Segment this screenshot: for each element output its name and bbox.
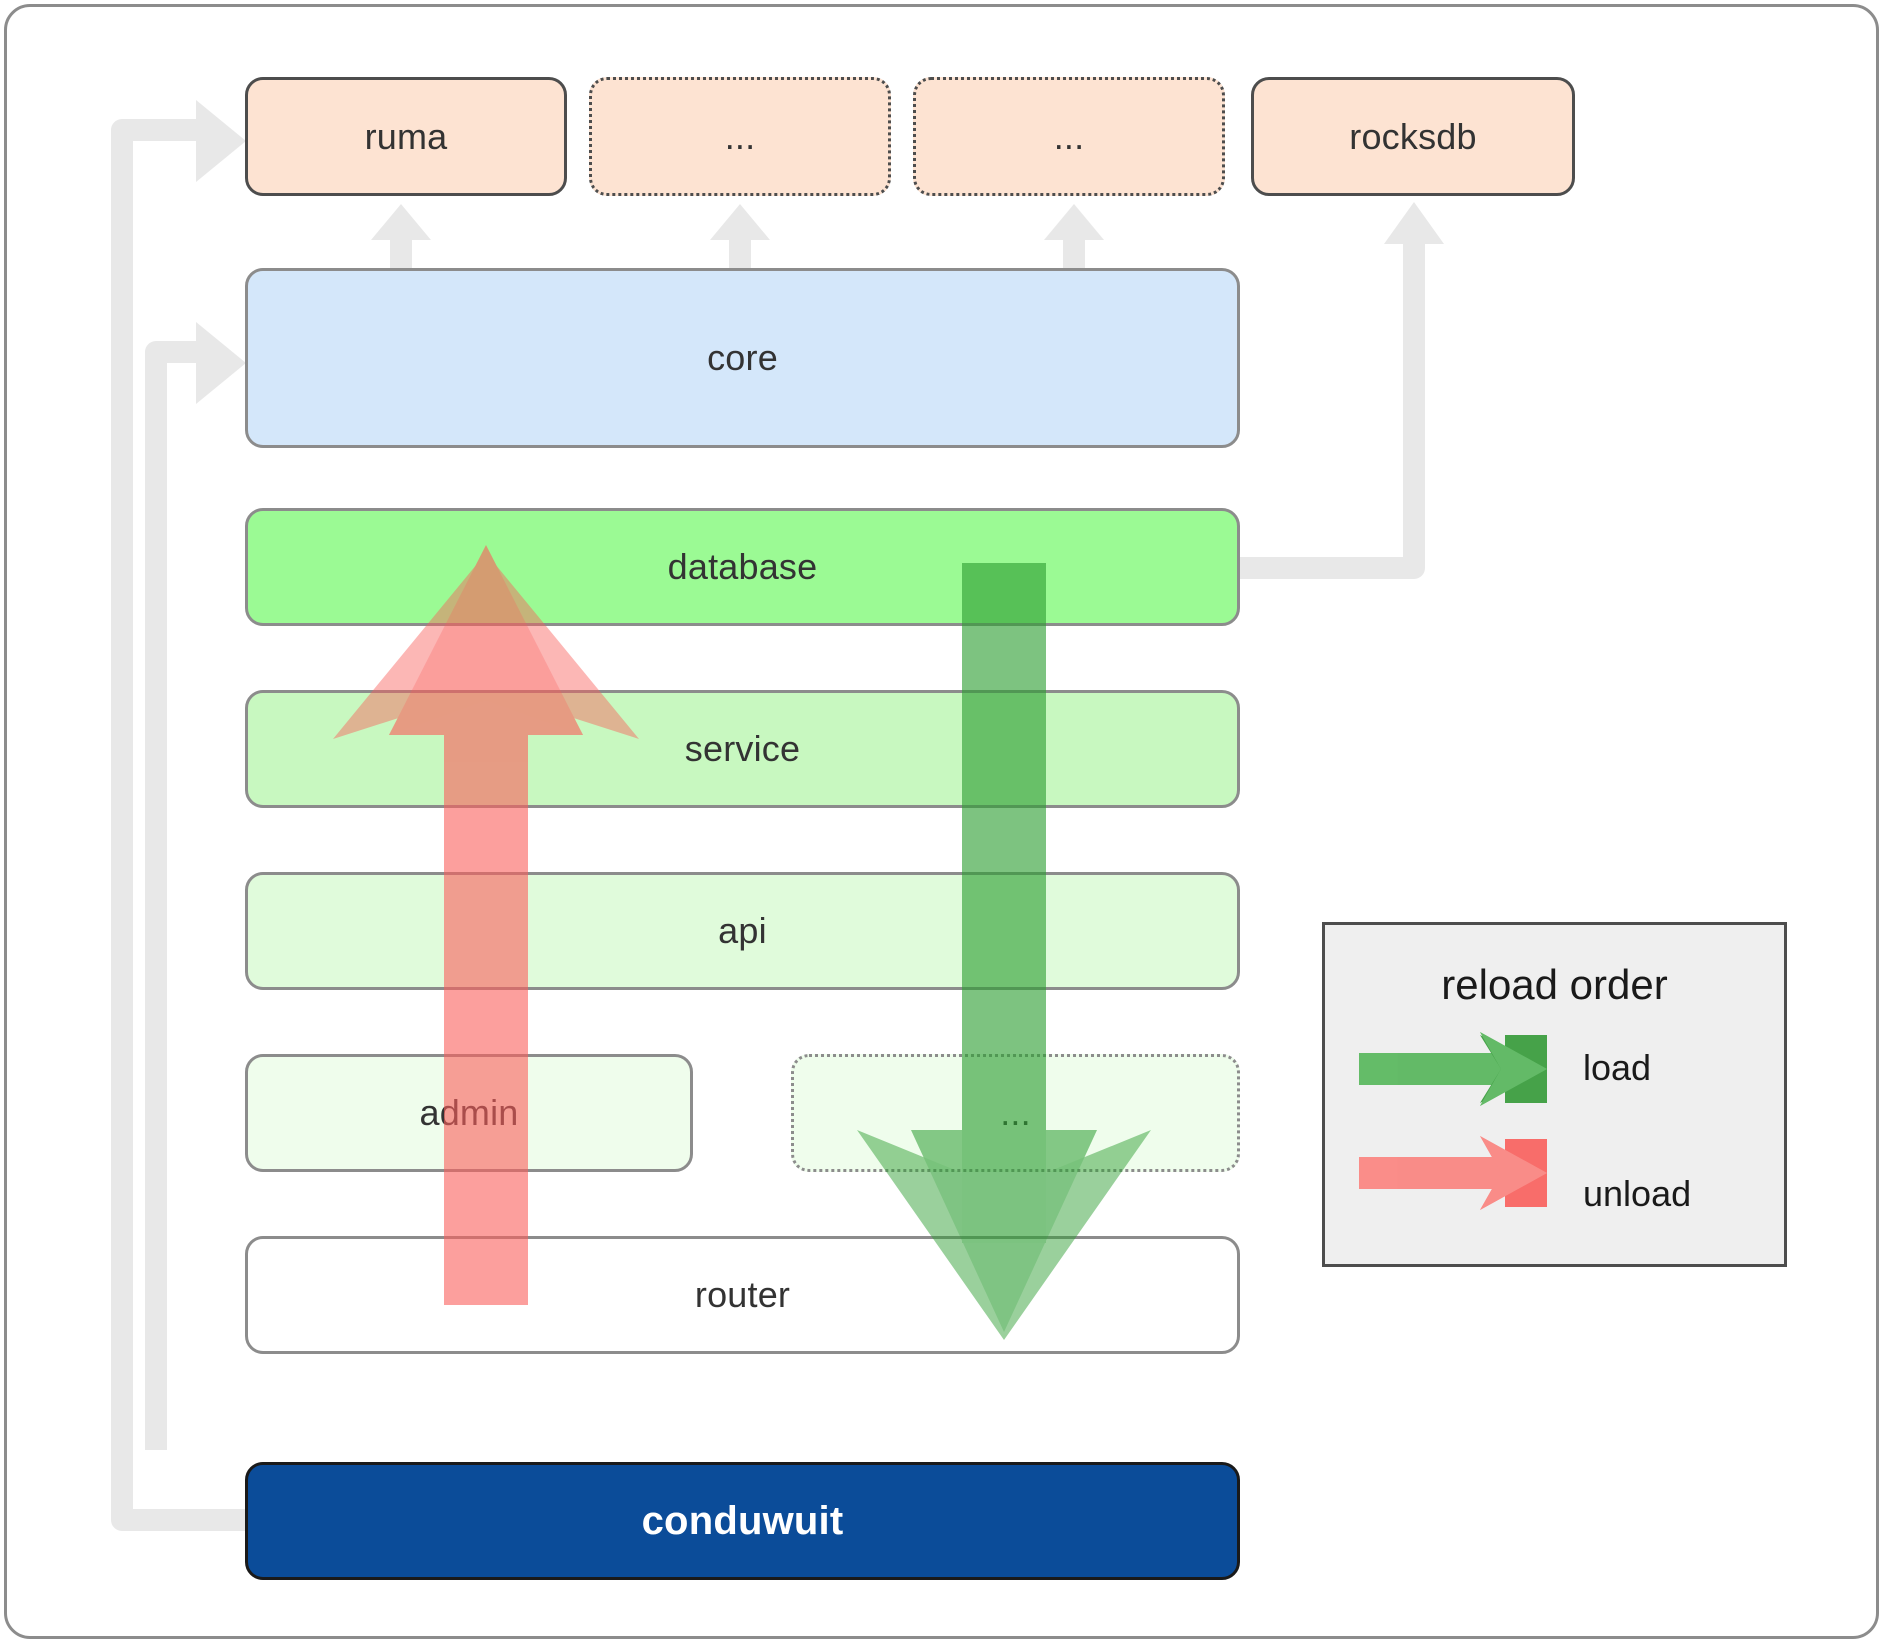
node-label: rocksdb (1349, 115, 1477, 157)
legend-load-arrow-swatch (1359, 1032, 1547, 1106)
legend-label-load: load (1583, 1047, 1652, 1088)
connector-core-to-deps (371, 204, 1104, 280)
node-dep-placeholder-1[interactable]: ... (589, 77, 891, 196)
node-api[interactable]: api (245, 872, 1240, 990)
node-router[interactable]: router (245, 1236, 1240, 1354)
node-core[interactable]: core (245, 268, 1240, 448)
connector-arrowhead-ruma (196, 100, 246, 182)
legend-unload-arrow-swatch (1359, 1136, 1547, 1210)
node-label: database (667, 546, 818, 587)
unload-arrow (333, 545, 639, 1305)
legend-arrow-swatches (1359, 1032, 1547, 1210)
node-label: ruma (364, 115, 448, 157)
legend-title: reload order (1441, 961, 1668, 1008)
node-label: router (694, 1274, 791, 1315)
node-service[interactable]: service (245, 690, 1240, 808)
node-label: api (718, 910, 767, 951)
node-database[interactable]: database (245, 508, 1240, 626)
connector-conduwuit-to-ruma (111, 119, 248, 1531)
legend-label-unload: unload (1583, 1173, 1692, 1214)
load-arrow (857, 563, 1151, 1340)
node-ruma[interactable]: ruma (245, 77, 567, 196)
legend-reload-order: reload order load unload (1322, 922, 1787, 1267)
node-dep-placeholder-2[interactable]: ... (913, 77, 1225, 196)
connector-database-to-rocksdb (1240, 240, 1425, 579)
node-label: ... (724, 115, 756, 157)
node-label: service (684, 728, 801, 769)
connector-conduwuit-to-core (145, 341, 196, 1450)
node-label: ... (1053, 115, 1085, 157)
connector-arrowhead-rocksdb (1384, 202, 1444, 244)
connector-arrowhead-core (196, 322, 246, 404)
node-label: core (707, 337, 778, 378)
node-label: conduwuit (641, 1499, 844, 1543)
node-rocksdb[interactable]: rocksdb (1251, 77, 1575, 196)
node-conduwuit[interactable]: conduwuit (245, 1462, 1240, 1580)
